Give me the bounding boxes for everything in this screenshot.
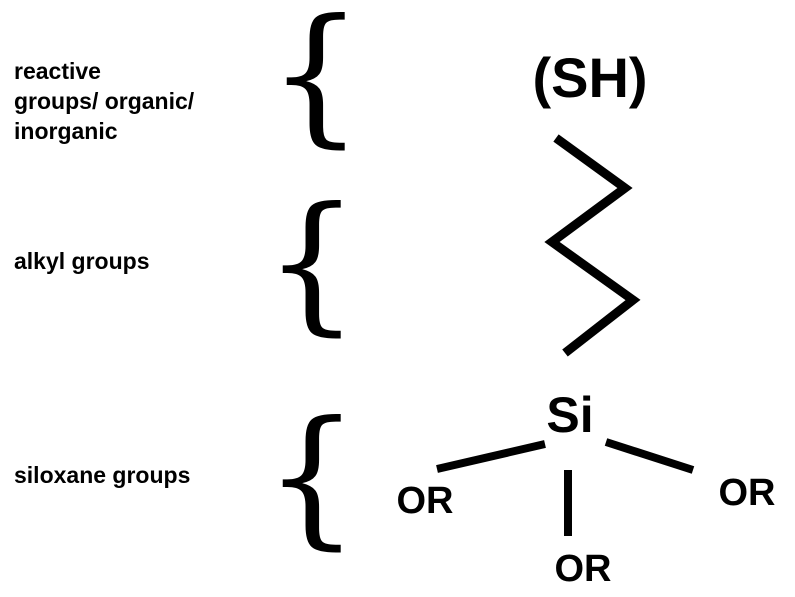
reactive-groups-label-line-3: inorganic bbox=[14, 118, 118, 144]
alkyl-chain-zigzag bbox=[544, 134, 641, 357]
reactive-groups-label-line-1: reactive bbox=[14, 58, 101, 84]
reactive-groups-label-line-2: groups/ organic/ bbox=[14, 88, 195, 114]
reactive-groups-label: reactive groups/ organic/ inorganic bbox=[14, 56, 274, 146]
bottom-or-text: OR bbox=[555, 548, 612, 590]
right-si-o-bond bbox=[604, 438, 695, 474]
right-or-text: OR bbox=[719, 472, 776, 514]
alkyl-groups-brace: { bbox=[264, 176, 360, 350]
siloxane-groups-label: siloxane groups bbox=[14, 462, 191, 488]
left-si-o-bond bbox=[436, 440, 546, 473]
thiol-group-text: (SH) bbox=[532, 46, 647, 109]
left-or-text: OR bbox=[397, 480, 454, 522]
alkyl-groups-label: alkyl groups bbox=[14, 248, 150, 274]
reactive-groups-brace: { bbox=[268, 0, 364, 162]
siloxane-groups-brace: { bbox=[264, 390, 360, 564]
silicon-atom-text: Si bbox=[546, 387, 593, 443]
